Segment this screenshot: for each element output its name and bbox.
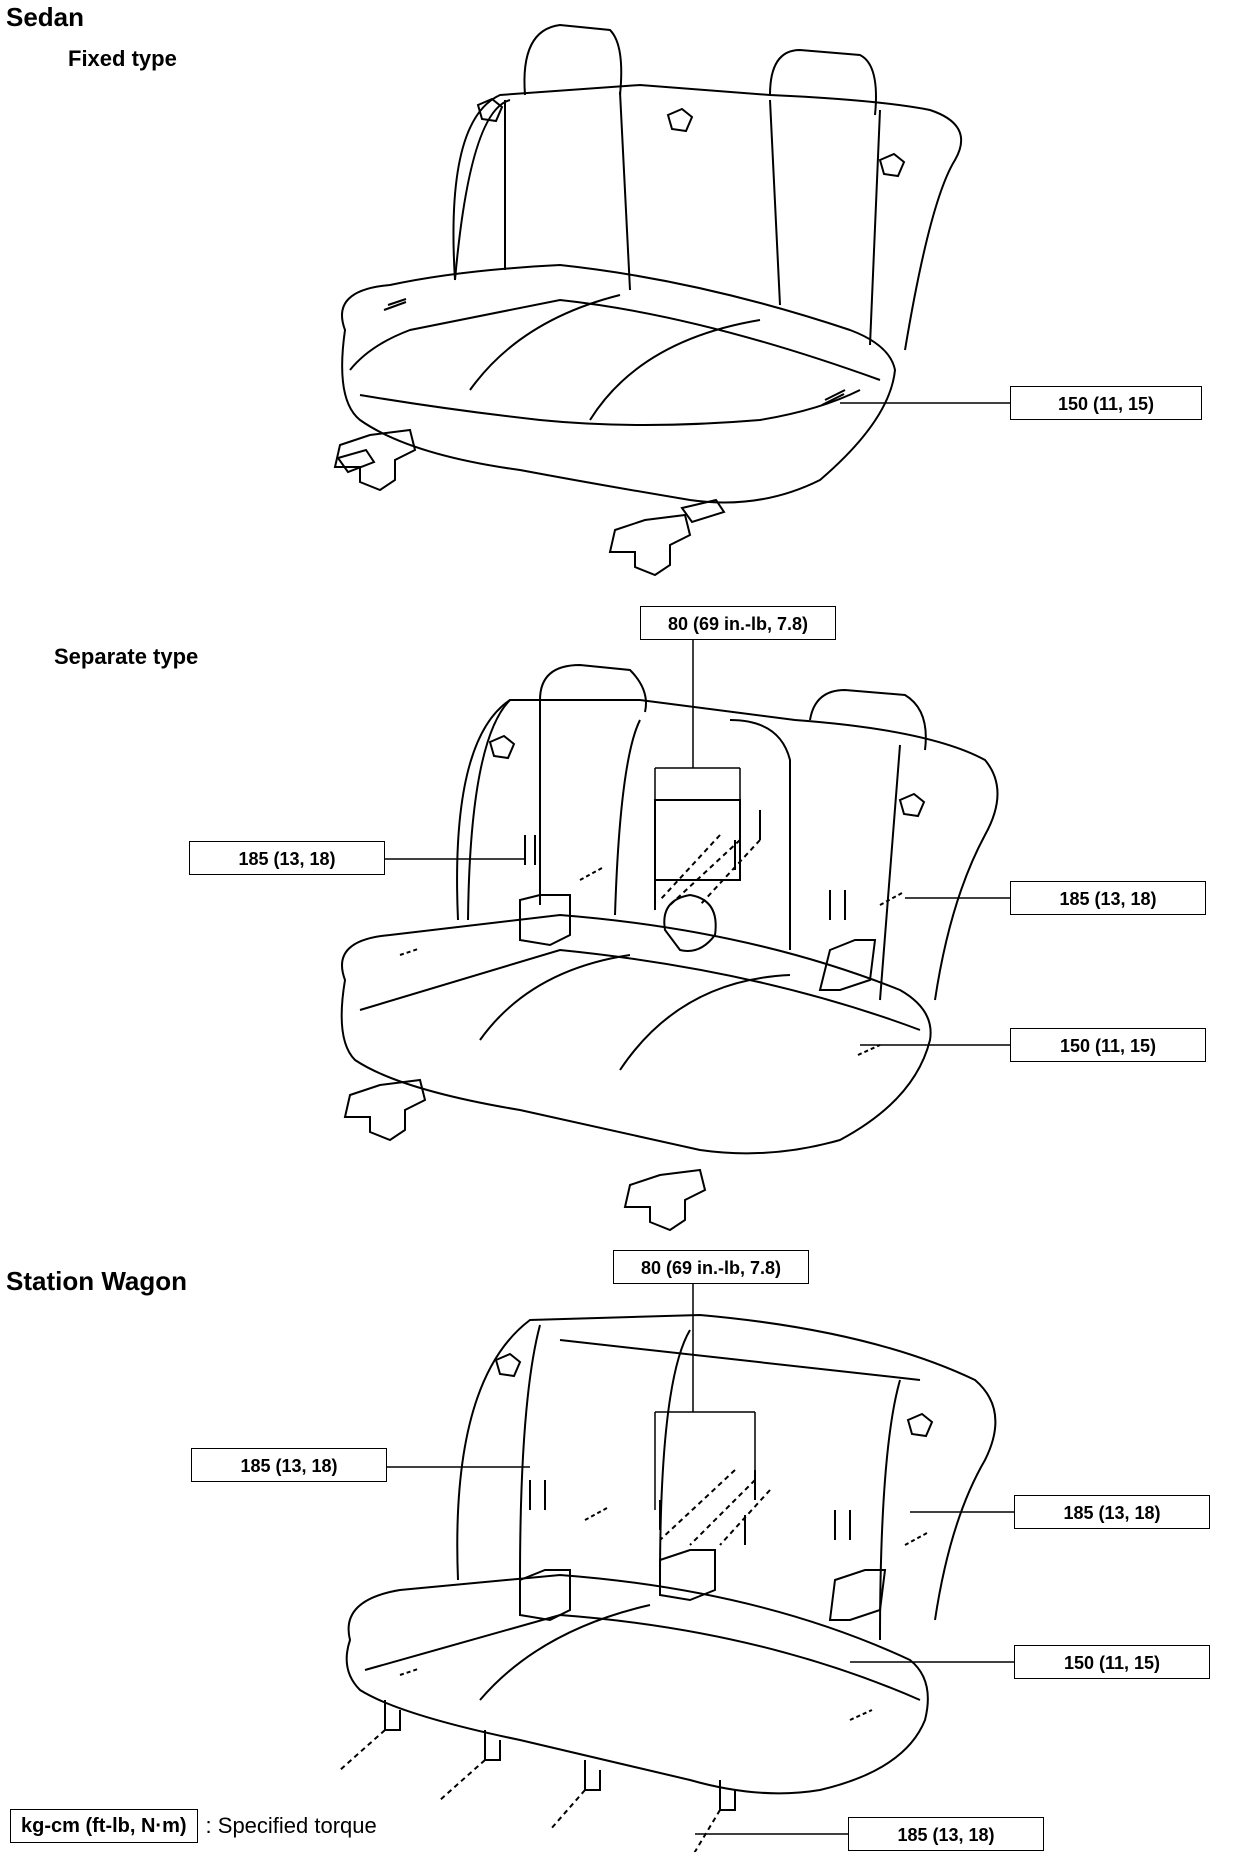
- heading-station-wagon: Station Wagon: [6, 1266, 188, 1296]
- torque-label-fixed-side-bolt: 150 (11, 15): [1010, 386, 1202, 420]
- torque-label-separate-right-bolt: 185 (13, 18): [1010, 881, 1206, 915]
- torque-label-separate-side-bolt: 150 (11, 15): [1010, 1028, 1206, 1062]
- heading-sedan: Sedan: [6, 2, 85, 32]
- fixed-seat-illustration: [333, 23, 1010, 577]
- torque-label-wagon-right-bolt: 185 (13, 18): [1014, 1495, 1210, 1529]
- torque-label-wagon-left-bolt: 185 (13, 18): [191, 1448, 387, 1482]
- separate-seat-illustration: [340, 636, 1010, 1232]
- heading-fixed-type: Fixed type: [68, 46, 177, 71]
- torque-label-separate-center-bolt: 80 (69 in.-lb, 7.8): [640, 606, 836, 640]
- wagon-seat-illustration: [339, 1282, 1014, 1852]
- heading-separate-type: Separate type: [54, 644, 199, 669]
- torque-label-wagon-center-bolt: 80 (69 in.-lb, 7.8): [613, 1250, 809, 1284]
- torque-label-wagon-bottom-bolt: 185 (13, 18): [848, 1817, 1044, 1851]
- torque-label-wagon-side-bolt: 150 (11, 15): [1014, 1645, 1210, 1679]
- torque-label-separate-left-bolt: 185 (13, 18): [189, 841, 385, 875]
- torque-legend: kg-cm (ft-lb, N·m) : Specified torque: [10, 1808, 377, 1844]
- legend-units-box: kg-cm (ft-lb, N·m): [10, 1809, 198, 1843]
- legend-meaning: : Specified torque: [205, 1813, 377, 1838]
